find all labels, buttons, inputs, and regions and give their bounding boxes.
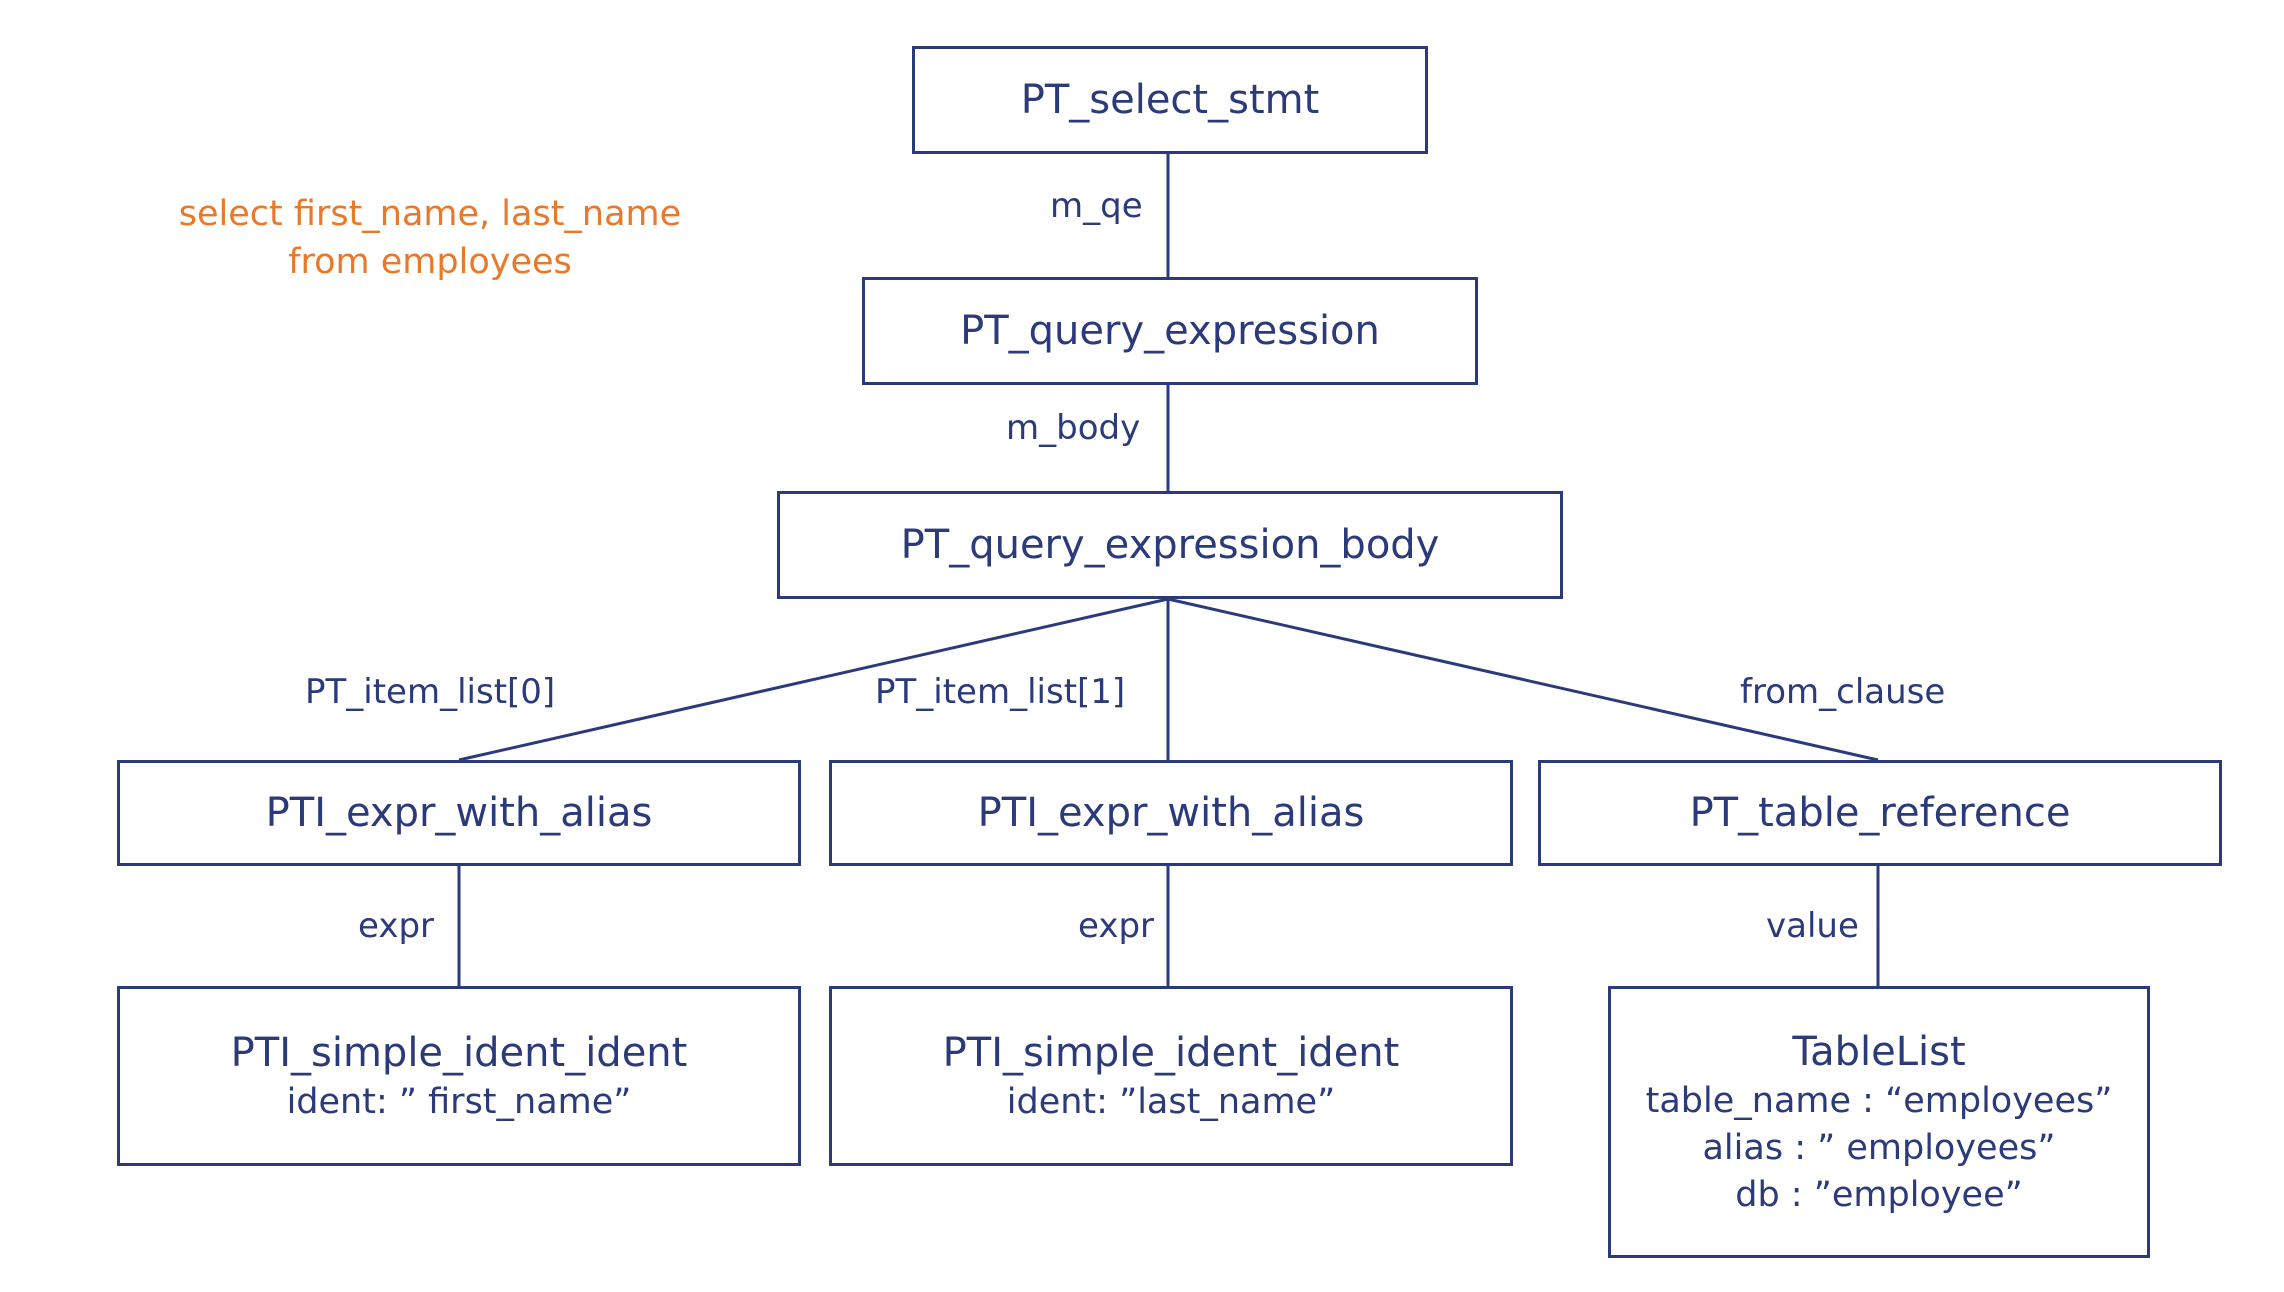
node-title: PTI_expr_with_alias (977, 790, 1365, 836)
edge-label-expr-0: expr (358, 906, 435, 946)
node-pti-simple-ident-ident-0: PTI_simple_ident_ident ident: ” first_na… (117, 986, 801, 1166)
node-pt-select-stmt: PT_select_stmt (912, 46, 1428, 154)
node-title: TableList (1792, 1028, 1966, 1075)
node-pti-expr-with-alias-1: PTI_expr_with_alias (829, 760, 1513, 866)
node-title: PT_query_expression (960, 308, 1380, 354)
node-pti-expr-with-alias-0: PTI_expr_with_alias (117, 760, 801, 866)
sql-query-line-2: from employees (288, 242, 572, 282)
node-pt-query-expression-body: PT_query_expression_body (777, 491, 1563, 599)
node-title: PT_select_stmt (1020, 77, 1320, 123)
edge-label-from-clause: from_clause (1740, 672, 1946, 712)
edge-label-item-list-1: PT_item_list[1] (875, 672, 1126, 712)
sql-query-text: select first_name, last_name from employ… (150, 190, 710, 286)
node-title: PT_query_expression_body (900, 522, 1440, 568)
edge-label-item-list-0: PT_item_list[0] (305, 672, 556, 712)
node-pt-query-expression: PT_query_expression (862, 277, 1478, 385)
node-pti-simple-ident-ident-1: PTI_simple_ident_ident ident: ”last_name… (829, 986, 1513, 1166)
node-detail-alias: alias : ” employees” (1702, 1127, 2056, 1168)
node-title: PT_table_reference (1689, 790, 2071, 836)
node-pt-table-reference: PT_table_reference (1538, 760, 2222, 866)
edge-label-m-qe: m_qe (1050, 186, 1143, 226)
edge-label-m-body: m_body (1006, 408, 1141, 448)
edge-label-value: value (1766, 906, 1859, 946)
sql-query-line-1: select first_name, last_name (178, 194, 682, 234)
node-title: PTI_simple_ident_ident (942, 1029, 1400, 1076)
node-detail-table-name: table_name : “employees” (1645, 1080, 2113, 1121)
node-title: PTI_expr_with_alias (265, 790, 653, 836)
node-tablelist: TableList table_name : “employees” alias… (1608, 986, 2150, 1258)
edge-item-list-0 (458, 597, 1169, 762)
edge-from-clause (1167, 597, 1879, 762)
node-detail-ident: ident: ” first_name” (286, 1081, 632, 1122)
edge-label-expr-1: expr (1078, 906, 1155, 946)
node-detail-ident: ident: ”last_name” (1006, 1081, 1336, 1122)
node-detail-db: db : ”employee” (1735, 1174, 2023, 1215)
node-title: PTI_simple_ident_ident (230, 1029, 688, 1076)
